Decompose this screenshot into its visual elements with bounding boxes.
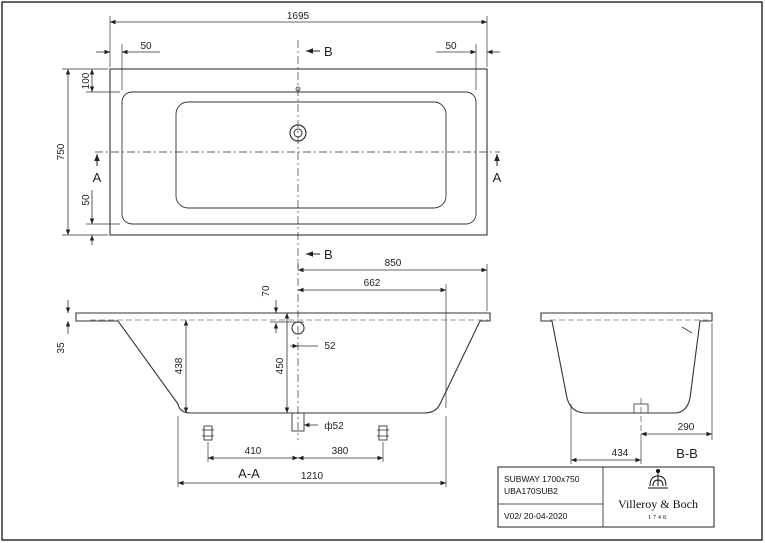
dim-bottom-rim: 50 bbox=[81, 194, 92, 206]
dim-depth-inner: 438 bbox=[174, 357, 185, 374]
title-block bbox=[497, 466, 715, 528]
dim-drain-depth: 450 bbox=[275, 357, 286, 374]
dim-side-width: 434 bbox=[612, 448, 629, 459]
brand-name: Villeroy & Boch bbox=[618, 497, 698, 511]
dim-drain-side: 52 bbox=[324, 341, 336, 352]
dim-overall-width: 750 bbox=[56, 143, 67, 160]
section-bb bbox=[540, 312, 713, 464]
dim-top-rim: 100 bbox=[81, 72, 92, 89]
dim-drain-offset: 662 bbox=[364, 278, 381, 289]
dim-foot-right: 380 bbox=[332, 446, 349, 457]
dim-overall-length: 1695 bbox=[287, 11, 310, 22]
view-aa-label: A-A bbox=[238, 466, 260, 481]
dim-half-length: 850 bbox=[385, 258, 402, 269]
section-b-label-top: B bbox=[324, 44, 333, 59]
view-bb-label: B-B bbox=[676, 446, 698, 461]
dim-base-length: 1210 bbox=[301, 471, 324, 482]
drawing-version: V02/ 20-04-2020 bbox=[504, 511, 568, 521]
section-aa bbox=[65, 262, 491, 487]
villeroy-boch-logo bbox=[648, 469, 668, 489]
section-a-label-right: A bbox=[493, 170, 502, 185]
dim-foot-left: 410 bbox=[245, 446, 262, 457]
brand-year: 1748 bbox=[648, 515, 668, 521]
product-name: SUBWAY 1700x750 bbox=[504, 474, 580, 484]
foot-left bbox=[202, 425, 214, 441]
dim-rim-right: 50 bbox=[445, 41, 457, 52]
dim-drain-diameter: ф52 bbox=[324, 420, 344, 432]
section-a-label-left: A bbox=[93, 170, 102, 185]
product-code: UBA170SUB2 bbox=[504, 486, 558, 496]
dim-rim-height: 35 bbox=[56, 342, 67, 354]
foot-right bbox=[377, 425, 389, 441]
section-b-label-bottom: B bbox=[324, 247, 333, 262]
dim-side-drain: 290 bbox=[678, 422, 695, 433]
top-view bbox=[62, 16, 500, 268]
dim-rim-left: 50 bbox=[140, 41, 152, 52]
dim-drain-top: 70 bbox=[261, 285, 272, 297]
